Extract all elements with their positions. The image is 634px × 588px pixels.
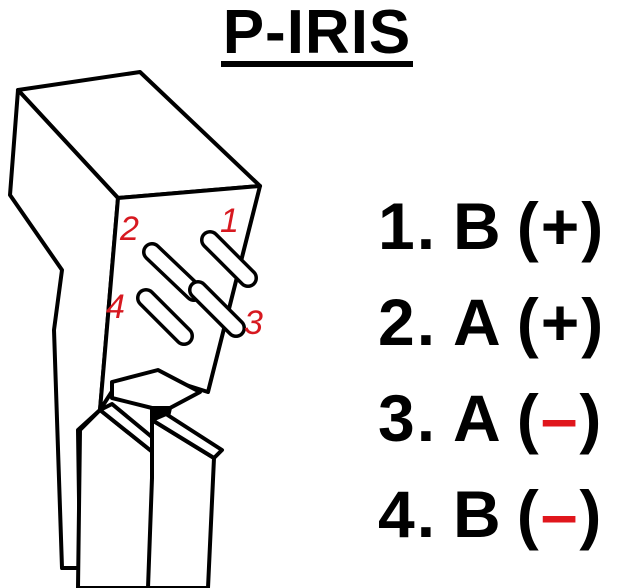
pin-signal: B [453, 477, 503, 551]
title-text: P-IRIS [220, 0, 414, 67]
minus-sign: – [540, 477, 580, 551]
pinout-row-4: 4. B ( – ) [378, 466, 634, 562]
terminal-plate-right-edge [150, 412, 224, 460]
pin-4 [136, 288, 194, 346]
pin-polarity: ( – ) [517, 385, 604, 451]
pin-polarity: ( + ) [517, 289, 606, 355]
pin-signal: B [453, 189, 503, 263]
pin-3 [188, 280, 246, 338]
pin-number: 4. [378, 477, 438, 551]
minus-sign: – [540, 381, 580, 455]
pinout-row-2: 2. A ( + ) [378, 274, 634, 370]
connector-pins [136, 230, 258, 346]
pin-label-2: 2 [119, 210, 139, 248]
pin-2 [142, 242, 204, 302]
close-paren: ) [581, 285, 606, 359]
pin-number: 1. [378, 189, 438, 263]
open-paren: ( [516, 477, 541, 551]
close-paren: ) [581, 189, 606, 263]
pin-label-3: 3 [244, 304, 263, 342]
open-paren: ( [516, 285, 541, 359]
plus-sign: + [540, 285, 582, 359]
pin-polarity: ( – ) [517, 481, 604, 547]
diagram-title: P-IRIS [0, 2, 634, 67]
pin-number: 3. [378, 381, 438, 455]
pin-polarity: ( + ) [517, 193, 606, 259]
pin-label-1: 1 [220, 202, 239, 240]
pin-signal: A [453, 285, 503, 359]
open-paren: ( [516, 189, 541, 263]
plus-sign: + [540, 189, 582, 263]
pin-signal: A [453, 381, 503, 455]
open-paren: ( [516, 381, 541, 455]
pinout-row-3: 3. A ( – ) [378, 370, 634, 466]
pin-label-4: 4 [106, 288, 125, 326]
close-paren: ) [579, 381, 604, 455]
close-paren: ) [579, 477, 604, 551]
pin-1 [200, 230, 258, 288]
pin-number: 2. [378, 285, 438, 359]
pinout-row-1: 1. B ( + ) [378, 178, 634, 274]
pinout-list: 1. B ( + ) 2. A ( + ) 3. A ( – ) 4. B ( … [378, 178, 634, 562]
